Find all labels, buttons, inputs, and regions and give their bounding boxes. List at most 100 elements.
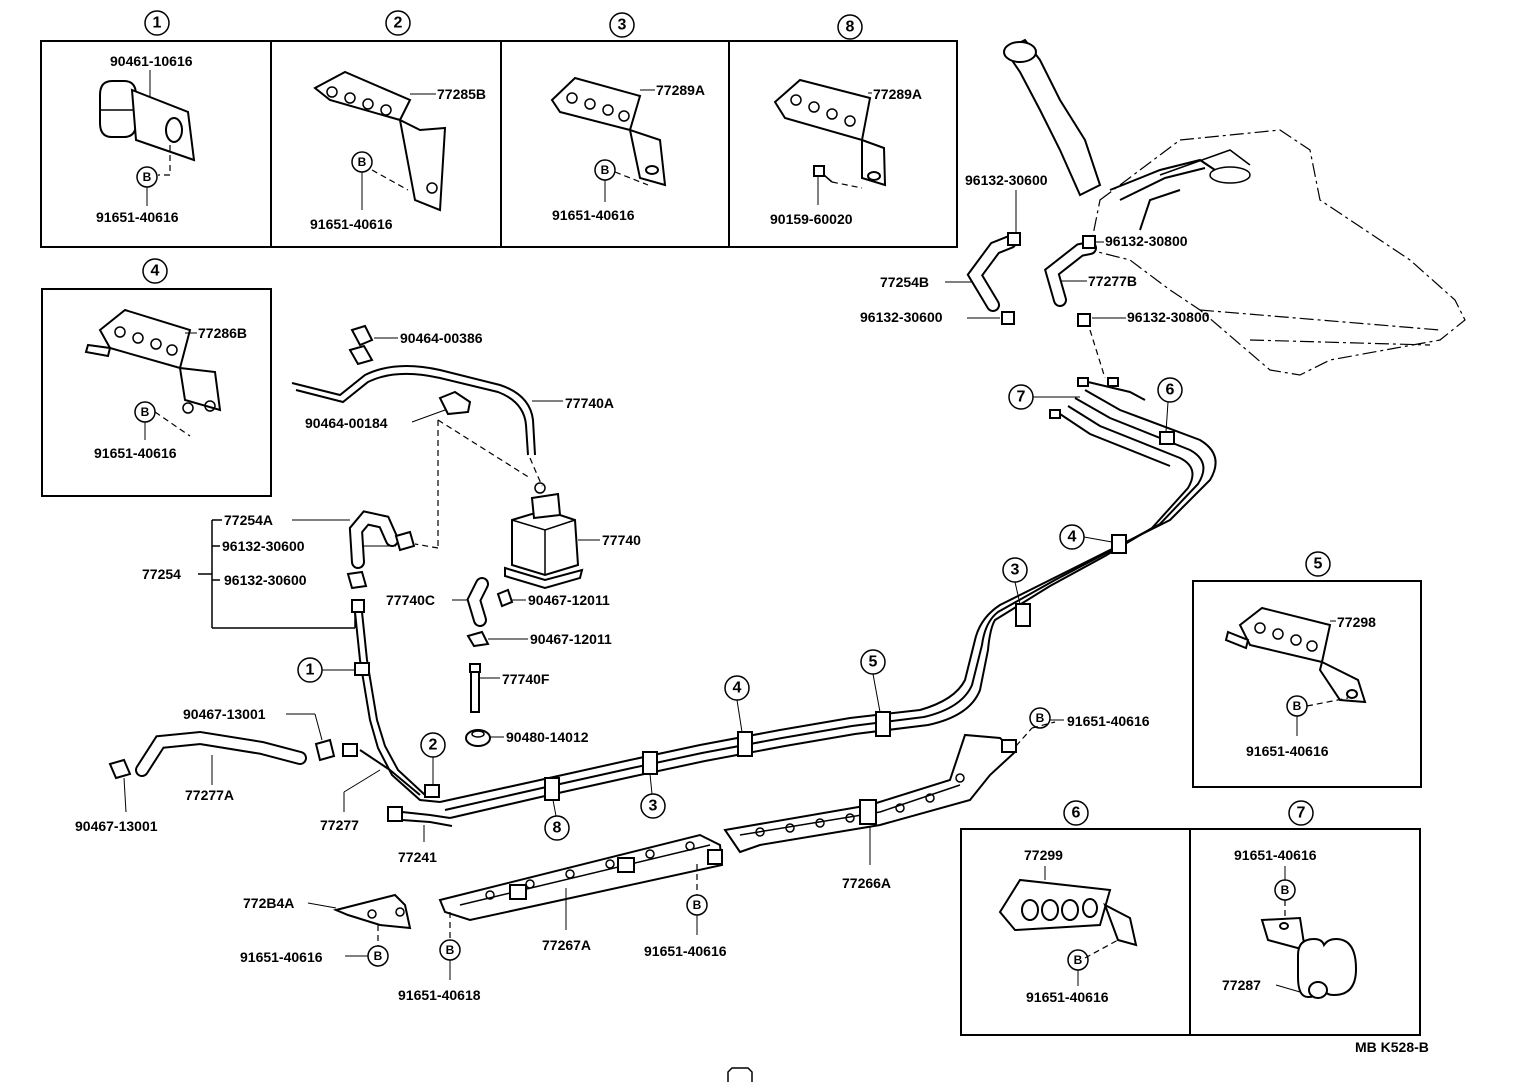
label-90467-12011-a: 90467-12011 xyxy=(528,592,610,608)
label-77254: 77254 xyxy=(142,566,181,582)
rear-fittings xyxy=(1049,377,1146,419)
clip-90464-00184 xyxy=(411,390,472,423)
panel-3-label-b: 91651-40616 xyxy=(552,207,635,223)
panel-2-label-a: 77285B xyxy=(437,86,486,102)
label-90480-14012: 90480-14012 xyxy=(506,729,589,745)
panel-1: 1 90461-10616 B 91651-40616 xyxy=(96,10,196,225)
front-line-77241 xyxy=(387,806,453,827)
panel-1-label-a: 90461-10616 xyxy=(110,53,193,69)
label-77740A: 77740A xyxy=(565,395,614,411)
panel-5: 5 77298 B 91651-40616 xyxy=(1192,551,1422,788)
svg-text:B: B xyxy=(358,155,367,169)
label-77241: 77241 xyxy=(398,849,437,865)
marker-4a: 4 xyxy=(733,680,742,697)
label-77277A: 77277A xyxy=(185,787,234,803)
panel-6: 6 77299 B 91651-40616 xyxy=(998,800,1138,1005)
label-77266A: 77266A xyxy=(842,875,891,891)
panel-3-label-a: 77289A xyxy=(656,82,705,98)
panel-6-label-b: 91651-40616 xyxy=(1026,989,1109,1005)
clamp-77289A xyxy=(550,76,667,187)
filler-neck xyxy=(1003,38,1102,197)
fuel-line-bundle xyxy=(439,389,1217,819)
tank-labels: 96132-30600 77254B 96132-30600 96132-308… xyxy=(860,172,1210,325)
hose-77277B xyxy=(1043,241,1097,307)
panel-7-number: 7 xyxy=(1297,805,1306,822)
marker-4b: 4 xyxy=(1068,529,1077,546)
label-77740C: 77740C xyxy=(386,592,435,608)
panel-7-label-a: 91651-40616 xyxy=(1234,847,1317,863)
label-77277B: 77277B xyxy=(1088,273,1137,289)
bracket-772B4A xyxy=(307,893,412,930)
front-line-77277 xyxy=(342,599,441,803)
marker-2: 2 xyxy=(429,737,438,754)
clamp-markers: 1 2 8 3 4 5 3 4 6 7 xyxy=(297,377,1183,841)
panel-3-number: 3 xyxy=(618,17,627,34)
bolt-90159-60020 xyxy=(813,165,833,183)
drawing-code: MB K528-B xyxy=(1355,1039,1429,1055)
label-91651-40618: 91651-40618 xyxy=(398,987,481,1003)
label-772B4A: 772B4A xyxy=(243,895,294,911)
svg-text:B: B xyxy=(1036,711,1045,725)
label-77277: 77277 xyxy=(320,817,359,833)
clamp-77287 xyxy=(1260,916,1358,999)
hose-77254A xyxy=(346,510,416,590)
clamp-77285B xyxy=(313,70,447,212)
clip-90467-12011-b xyxy=(466,630,528,648)
svg-text:B: B xyxy=(374,949,383,963)
panel-7-label-b: 77287 xyxy=(1222,977,1261,993)
panel-1-label-b: 91651-40616 xyxy=(96,209,179,225)
label-91651-40616-a: 91651-40616 xyxy=(240,949,323,965)
panel-8-label-b: 90159-60020 xyxy=(770,211,853,227)
clamp-77299 xyxy=(998,878,1138,947)
hose-77277A xyxy=(108,730,336,780)
panel-6-7-frame xyxy=(960,828,1421,1036)
panel-7: 7 91651-40616 B 77287 xyxy=(1222,800,1358,999)
label-96132-30800-low: 96132-30800 xyxy=(1127,309,1210,325)
grommet-90480-14012 xyxy=(465,729,504,747)
pipe-77740F xyxy=(469,663,500,713)
panel-2-number: 2 xyxy=(394,15,403,32)
svg-text:B: B xyxy=(143,170,152,184)
hose-77254B xyxy=(966,235,1017,312)
panel-2-label-b: 91651-40616 xyxy=(310,216,393,232)
label-96132-30800-top: 96132-30800 xyxy=(1105,233,1188,249)
label-90467-13001-b: 90467-13001 xyxy=(75,818,158,834)
panel-4-number: 4 xyxy=(151,263,160,280)
label-91651-40616-c: 91651-40616 xyxy=(1067,713,1150,729)
page-mark xyxy=(727,1067,753,1082)
panel-4-label-a: 77286B xyxy=(198,325,247,341)
label-77740: 77740 xyxy=(602,532,641,548)
svg-text:B: B xyxy=(601,163,610,177)
label-90464-00184: 90464-00184 xyxy=(305,415,388,431)
marker-3b: 3 xyxy=(1011,562,1020,579)
marker-1: 1 xyxy=(306,662,315,679)
label-91651-40616-b: 91651-40616 xyxy=(644,943,727,959)
clamp-77289A-b xyxy=(773,78,887,187)
label-96132-30600-top: 96132-30600 xyxy=(965,172,1048,188)
clamp-90461-10616 xyxy=(99,80,196,162)
panel-4: 4 77286B B 91651-40616 xyxy=(41,258,272,497)
bracket-77266A xyxy=(723,733,1017,854)
panel-5-label-a: 77298 xyxy=(1337,614,1376,630)
bracket-77254-group xyxy=(198,519,356,629)
panel-8-number: 8 xyxy=(846,19,855,36)
top-panel-frame xyxy=(40,40,958,248)
label-77254A: 77254A xyxy=(224,512,273,528)
svg-text:B: B xyxy=(693,898,702,912)
canister-77740 xyxy=(504,482,600,590)
label-90467-13001-a: 90467-13001 xyxy=(183,706,266,722)
label-90467-12011-b: 90467-12011 xyxy=(530,631,612,647)
fuel-tank xyxy=(1089,129,1466,376)
label-77740F: 77740F xyxy=(502,671,550,687)
clamp-77298 xyxy=(1224,606,1367,704)
panel-6-label-a: 77299 xyxy=(1024,847,1063,863)
tank-clamps xyxy=(1001,232,1096,327)
hose-77740C xyxy=(452,577,489,627)
svg-text:B: B xyxy=(446,943,455,957)
label-77267A: 77267A xyxy=(542,937,591,953)
label-96132-30600-low: 96132-30600 xyxy=(860,309,943,325)
marker-3a: 3 xyxy=(649,798,658,815)
svg-text:B: B xyxy=(141,405,150,419)
